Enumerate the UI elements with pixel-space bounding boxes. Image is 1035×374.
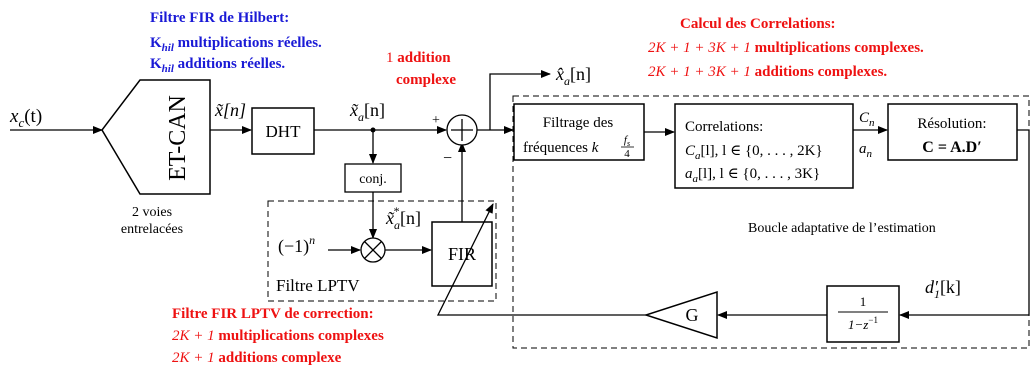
correlations-block — [674, 103, 854, 189]
cn-label: Cn — [859, 110, 875, 129]
an-label: an — [859, 141, 873, 160]
addition-line1: 1 addition — [386, 50, 451, 66]
resolution-block — [887, 103, 1018, 161]
integrator-den: 1−z−1 — [848, 315, 878, 332]
integrator-num: 1 — [860, 294, 867, 309]
filtrage-line1: Filtrage des — [543, 115, 614, 131]
lptv-dashed-box — [267, 200, 497, 302]
gain-to-fir-arrow — [436, 203, 646, 316]
gain-label: G — [686, 305, 699, 325]
resolution-eq: C = A.D′ — [922, 139, 981, 156]
lptv-label: Filtre LPTV — [276, 276, 360, 295]
xa-hat-label: x̂a[n] — [555, 64, 591, 88]
d1-label: d′1[k] — [925, 277, 961, 301]
hilbert-annotation: Filtre FIR de Hilbert: Khil multiplicati… — [150, 10, 322, 75]
input-signal-label: xc(t) — [9, 106, 42, 130]
corr-line2: Ca[l], l ∈ {0, . . . , 2K} — [685, 143, 823, 162]
correlations-annotation: Calcul des Correlations: 2K + 1 + 3K + 1… — [648, 16, 924, 80]
etcan-block — [101, 79, 211, 195]
hilbert-mult: Khil multiplications réelles. — [150, 35, 322, 54]
filtrage-line2: fréquences k — [523, 140, 599, 156]
etcan-label: ET-CAN — [165, 95, 191, 181]
hilbert-add: Khil additions réelles. — [150, 56, 285, 75]
correlations-add: 2K + 1 + 3K + 1 additions complexes. — [648, 64, 887, 80]
integrator-block — [826, 285, 900, 343]
addition-annotation: 1 addition complexe — [386, 50, 456, 88]
corr-title: Correlations: — [685, 119, 763, 135]
dht-label: DHT — [266, 122, 302, 141]
hilbert-title: Filtre FIR de Hilbert: — [150, 10, 289, 26]
resolution-title: Résolution: — [917, 116, 986, 132]
gain-block — [643, 290, 718, 340]
filtrage-fs: fs — [624, 134, 630, 148]
dht-block — [251, 107, 315, 155]
adaptive-loop-label: Boucle adaptative de l’estimation — [748, 221, 936, 236]
resolution-feedback-arrow — [899, 129, 1030, 319]
filtrage-fraction: fs 4 — [621, 134, 634, 160]
conj-label: conj. — [359, 172, 387, 187]
correlations-title: Calcul des Correlations: — [680, 16, 836, 32]
lptv-add: 2K + 1 additions complexe — [172, 350, 342, 366]
lptv-title: Filtre FIR LPTV de correction: — [172, 306, 374, 322]
fir-label: FIR — [448, 244, 476, 264]
xa-conj-label: x̃*a[n] — [385, 204, 421, 232]
etcan-caption-1: 2 voies — [132, 205, 172, 220]
corr-line3: aa[l], l ∈ {0, . . . , 3K} — [685, 166, 820, 185]
lptv-mult: 2K + 1 multiplications complexes — [172, 328, 384, 344]
addition-line2: complexe — [396, 72, 456, 88]
sum-minus-sign: − — [443, 150, 452, 167]
xa-tilde-label: x̃a[n] — [349, 100, 385, 124]
output-arrow — [489, 70, 551, 130]
xtilde-label: x̃[n] — [214, 100, 246, 120]
filtrage-den: 4 — [624, 148, 630, 160]
etcan-caption-2: entrelacées — [121, 222, 183, 237]
correlations-mult: 2K + 1 + 3K + 1 multiplications complexe… — [648, 40, 924, 56]
lptv-annotation: Filtre FIR LPTV de correction: 2K + 1 mu… — [172, 306, 384, 366]
minus-one-label: (−1)n — [278, 233, 315, 257]
multiplier-x2 — [364, 241, 382, 259]
sum-plus-sign: + — [432, 113, 440, 128]
